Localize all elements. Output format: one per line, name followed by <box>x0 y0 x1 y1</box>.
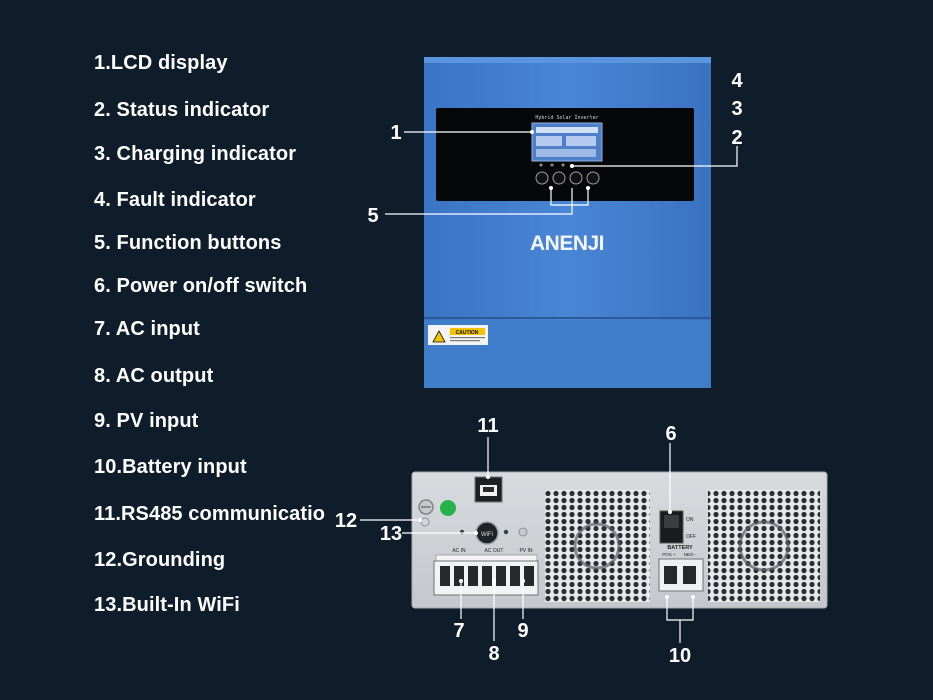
legend-item-pv-input: 9. PV input <box>94 410 199 432</box>
legend-item-battery-input: 10.Battery input <box>94 456 247 478</box>
legend-item-ac-output: 8. AC output <box>94 365 214 387</box>
legend-item-grounding: 12.Grounding <box>94 549 226 571</box>
callout-dots <box>418 130 695 599</box>
legend-item-rs485: 11.RS485 communicatio <box>94 503 326 525</box>
status-indicator-icon <box>539 163 543 167</box>
ac-out-label: AC OUT <box>485 548 504 554</box>
fault-indicator-icon <box>561 163 565 167</box>
legend-item-ac-input: 7. AC input <box>94 318 200 340</box>
terminal-block <box>433 560 539 596</box>
charging-indicator-icon <box>550 163 554 167</box>
legend-item-charging-indicator: 3. Charging indicator <box>94 143 297 165</box>
legend-item-lcd-display: 1.LCD display <box>94 52 228 74</box>
callout-3: 3 <box>731 98 742 120</box>
neg-label: NEG - <box>684 552 697 557</box>
callout-8: 8 <box>488 643 499 665</box>
legend-item-wifi: 13.Built-In WiFi <box>94 594 240 616</box>
callout-2: 2 <box>731 127 742 149</box>
rs485-port[interactable] <box>474 476 503 503</box>
legend-item-power-switch: 6. Power on/off switch <box>94 275 308 297</box>
function-button-2[interactable] <box>552 171 566 185</box>
battery-terminals <box>658 558 704 592</box>
callout-1: 1 <box>390 122 401 144</box>
inverter-bottom: WiFi AC IN AC OUT PV IN ON OFF BATTERY P… <box>411 471 828 609</box>
legend-item-status-indicator: 2. Status indicator <box>94 99 270 121</box>
display-title: Hybrid Solar Inverter <box>535 115 598 121</box>
callout-6: 6 <box>665 423 676 445</box>
switch-on-label: ON <box>686 517 694 523</box>
wifi-label: WiFi <box>481 532 493 538</box>
ac-in-label: AC IN <box>452 548 466 554</box>
callout-9: 9 <box>517 620 528 642</box>
function-button-1[interactable] <box>535 171 549 185</box>
function-button-4[interactable] <box>586 171 600 185</box>
legend-item-fault-indicator: 4. Fault indicator <box>94 189 256 211</box>
callout-7: 7 <box>453 620 464 642</box>
lcd-display: Hybrid Solar Inverter <box>531 115 603 162</box>
left-vent <box>545 490 650 602</box>
callout-12: 12 <box>335 510 357 532</box>
warning-icon <box>432 330 446 343</box>
callout-lines <box>360 131 738 643</box>
green-indicator-icon <box>440 500 456 516</box>
brand-logo: ANENJI <box>530 232 604 255</box>
callout-10: 10 <box>669 645 691 667</box>
caution-text: CAUTION <box>456 330 479 336</box>
callout-5: 5 <box>367 205 378 227</box>
callout-4: 4 <box>731 70 743 92</box>
switch-off-label: OFF <box>686 534 696 540</box>
battery-label: BATTERY <box>667 545 693 551</box>
inverter-front: Hybrid Solar Inverter ANENJI CAUTION <box>424 57 711 388</box>
caution-label: CAUTION <box>428 325 488 345</box>
power-switch[interactable] <box>659 510 684 544</box>
pos-label: POS + <box>662 552 676 557</box>
function-button-3[interactable] <box>569 171 583 185</box>
pv-in-label: PV IN <box>519 548 532 554</box>
function-buttons <box>535 171 600 185</box>
right-vent <box>708 490 820 602</box>
callout-13: 13 <box>380 523 402 545</box>
legend-item-function-buttons: 5. Function buttons <box>94 232 282 254</box>
callout-11: 11 <box>477 415 498 437</box>
